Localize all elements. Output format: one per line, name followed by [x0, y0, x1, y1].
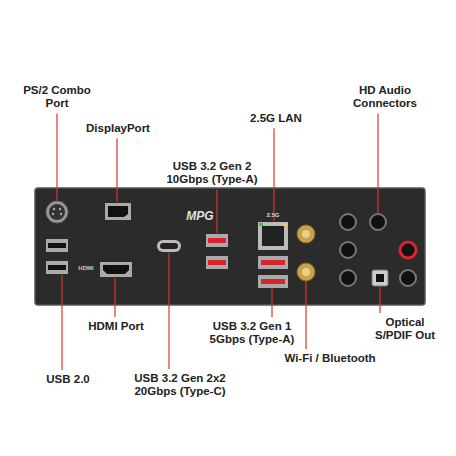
callout-label: Optical S/PDIF Out [367, 316, 443, 342]
usb-gen1-port [258, 275, 288, 288]
callout-label: USB 3.2 Gen 2 10Gbps (Type-A) [157, 160, 267, 186]
usb-gen2-insert [208, 260, 226, 265]
ps2-pin [53, 208, 55, 210]
io-panel [35, 188, 425, 305]
antenna-connector [297, 225, 315, 243]
usb2-port [46, 261, 68, 274]
audio-jack [340, 270, 356, 286]
audio-jack [340, 242, 356, 258]
leader-line [271, 288, 272, 317]
usb-gen1-insert [261, 260, 285, 265]
leader-line [168, 253, 169, 369]
optical-port [372, 270, 388, 286]
audio-jack [340, 214, 356, 230]
audio-jack-red [400, 242, 416, 258]
lan-led [283, 223, 287, 226]
usb-gen1-port [258, 256, 288, 269]
leader-line [305, 281, 306, 349]
displayport-port [105, 203, 131, 220]
lan-socket [262, 226, 284, 246]
callout-label: 2.5G LAN [236, 112, 316, 125]
usb-gen1-insert [261, 279, 285, 284]
usb-gen2-insert [208, 238, 226, 243]
callout-label: HD Audio Connectors [335, 84, 435, 110]
ps2-pin [52, 213, 54, 215]
callout-label: USB 3.2 Gen 1 5Gbps (Type-A) [202, 320, 302, 346]
callout-label: DisplayPort [73, 122, 163, 135]
optical-socket [376, 274, 384, 282]
usb2-insert [48, 265, 66, 270]
ps2-port [46, 201, 68, 223]
leader-line [216, 189, 217, 233]
hdmi-port [100, 262, 132, 277]
lan-port [258, 222, 288, 250]
panel-print: MPG [180, 210, 220, 224]
callout-label: HDMI Port [76, 320, 156, 333]
callout-label: PS/2 Combo Port [17, 84, 97, 110]
displayport-socket [108, 206, 128, 217]
leader-line [61, 275, 62, 370]
audio-jack [370, 214, 386, 230]
usb2-insert [48, 243, 66, 248]
panel-print: HDMI [74, 265, 98, 272]
leader-line [379, 286, 380, 313]
leader-line [377, 113, 378, 213]
callout-label: USB 3.2 Gen 2x2 20Gbps (Type-C) [125, 372, 235, 398]
antenna-connector [297, 263, 315, 281]
callout-label: USB 2.0 [33, 373, 103, 386]
leader-line [56, 113, 57, 200]
panel-print: 2.5G [258, 212, 288, 219]
antenna-pin [302, 268, 310, 276]
usb-gen2-port [206, 234, 228, 247]
ps2-socket [49, 204, 65, 220]
leader-line [114, 278, 115, 317]
lan-led [259, 223, 263, 226]
usb-c-socket [160, 243, 178, 249]
callout-label: Wi-Fi / Bluetooth [270, 352, 390, 365]
usb-gen2-port [206, 256, 228, 269]
antenna-pin [302, 230, 310, 238]
leader-line [273, 128, 274, 221]
audio-jack [400, 270, 416, 286]
ps2-pin [59, 208, 61, 210]
ps2-pin [60, 213, 62, 215]
leader-line [116, 138, 117, 202]
usb-c-port [157, 240, 181, 252]
hdmi-socket [103, 265, 129, 274]
usb2-port [46, 239, 68, 252]
